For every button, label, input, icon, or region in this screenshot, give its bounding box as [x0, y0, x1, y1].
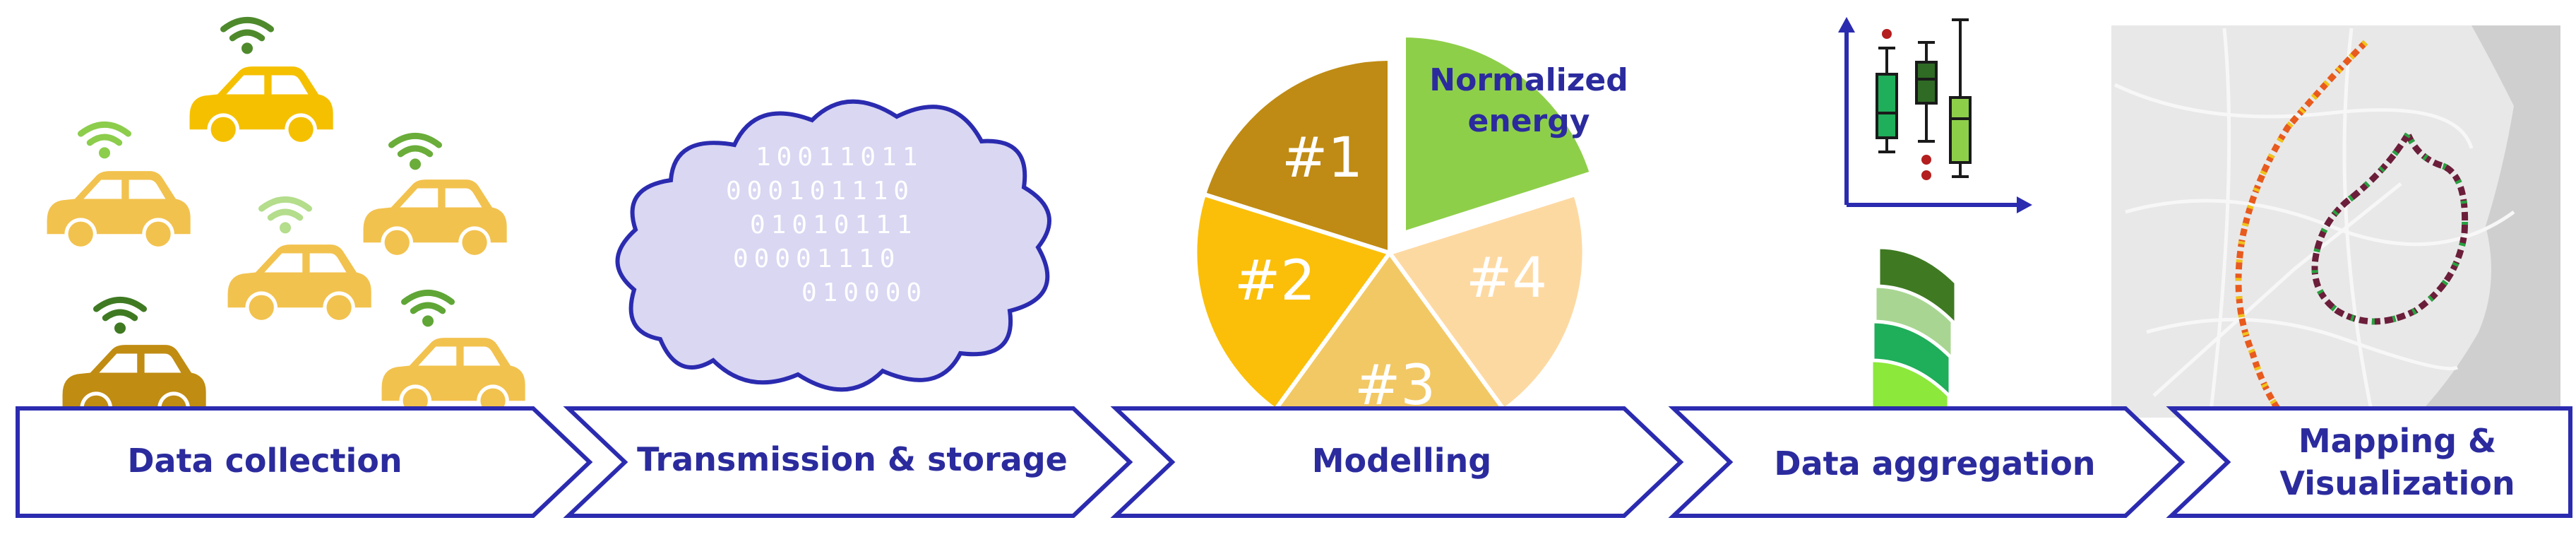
wifi-icon	[404, 293, 451, 326]
boxplot-icon	[1838, 17, 2032, 213]
pie-slice-normalized-energy	[1402, 33, 1594, 237]
stage-arrow-mapping	[2166, 406, 2572, 518]
binary-line-5: 010000	[801, 278, 927, 307]
pie-slice-4	[1386, 191, 1587, 413]
stage-arrow-modelling	[1110, 406, 1684, 518]
cars-group	[47, 20, 525, 424]
car-icon	[381, 338, 525, 417]
pie-label-2: #2	[1234, 249, 1316, 313]
stage-arrow-data-collection	[16, 406, 593, 518]
pipeline-arrows	[16, 406, 2572, 518]
stage-label-visualization: Visualization	[2279, 464, 2515, 502]
stage-label-transmission: Transmission & storage	[637, 440, 1068, 478]
pie-label-1: #1	[1282, 126, 1363, 190]
wifi-icon	[261, 199, 309, 233]
map-image	[2111, 25, 2560, 418]
binary-line-4: 00001110	[733, 244, 900, 273]
car-icon	[189, 66, 333, 146]
wifi-icon	[96, 300, 143, 334]
cloud-icon: 10011011 000101110 01010111 00001110 010…	[615, 99, 1051, 392]
normalized-energy-label: Normalized	[1429, 62, 1628, 98]
binary-line-3: 01010111	[750, 211, 917, 240]
wifi-icon	[223, 20, 270, 54]
pie-slice-1	[1201, 56, 1392, 256]
car-icon	[363, 179, 507, 259]
car-icon	[47, 171, 191, 250]
binary-line-2: 000101110	[726, 177, 914, 206]
wifi-icon	[80, 124, 128, 158]
stage-label-modelling: Modelling	[1312, 442, 1491, 480]
stacked-layers-icon	[1869, 245, 1958, 426]
pie-chart: #1 #2 #3 #4 Normalized energy	[1193, 33, 1628, 449]
pie-slice-2	[1193, 191, 1393, 413]
normalized-energy-label-2: energy	[1468, 103, 1590, 139]
stage-arrow-transmission	[563, 406, 1133, 518]
stage-arrow-data-aggregation	[1668, 406, 2186, 518]
pie-label-4: #4	[1466, 247, 1547, 310]
stage-label-data-aggregation: Data aggregation	[1774, 444, 2095, 483]
stage-label-mapping: Mapping &	[2298, 422, 2496, 460]
wifi-icon	[391, 136, 439, 170]
stage-label-data-collection: Data collection	[127, 442, 402, 480]
binary-line-1: 10011011	[756, 143, 923, 172]
car-icon	[227, 244, 371, 324]
